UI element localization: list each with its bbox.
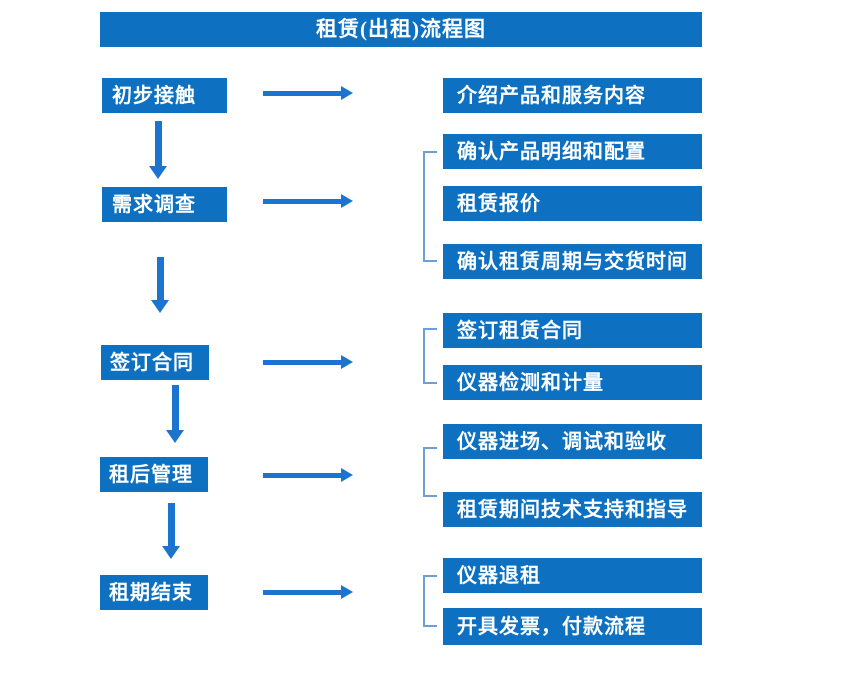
- detail-box-tech-support: 租赁期间技术支持和指导: [443, 492, 702, 527]
- arrow-head: [341, 86, 353, 100]
- arrow-head: [162, 546, 180, 559]
- arrow-shaft: [156, 257, 164, 300]
- bracket-group-demand-survey: [423, 151, 437, 262]
- flowchart-title: 租赁(出租)流程图: [100, 12, 702, 47]
- arrow-head: [151, 300, 169, 313]
- step-box-demand-survey: 需求调查: [102, 187, 227, 222]
- arrow-head: [341, 194, 353, 208]
- detail-box-sign-lease: 签订租赁合同: [443, 313, 702, 348]
- arrow-down-icon: [166, 385, 184, 443]
- arrow-head: [149, 166, 167, 179]
- arrow-shaft: [171, 385, 179, 430]
- arrow-shaft: [263, 589, 342, 595]
- arrow-head: [341, 355, 353, 369]
- step-box-initial-contact: 初步接触: [102, 78, 227, 113]
- arrow-shaft: [154, 121, 162, 166]
- arrow-shaft: [263, 198, 342, 204]
- detail-box-invoice-payment: 开具发票，付款流程: [443, 608, 702, 645]
- arrow-shaft: [263, 90, 342, 96]
- detail-box-instrument-return: 仪器退租: [443, 558, 702, 593]
- detail-box-instrument-test: 仪器检测和计量: [443, 365, 702, 400]
- detail-box-rental-quote: 租赁报价: [443, 186, 702, 221]
- bracket-group-sign-contract: [423, 328, 437, 384]
- arrow-right-icon: [263, 585, 353, 599]
- detail-box-instrument-setup: 仪器进场、调试和验收: [443, 424, 702, 459]
- arrow-shaft: [167, 503, 175, 546]
- arrow-head: [166, 430, 184, 443]
- step-box-lease-end: 租期结束: [100, 575, 208, 610]
- step-box-post-rental-mgmt: 租后管理: [100, 457, 208, 492]
- detail-box-intro-products: 介绍产品和服务内容: [443, 78, 702, 113]
- arrow-head: [341, 468, 353, 482]
- arrow-down-icon: [162, 503, 180, 559]
- arrow-down-icon: [151, 257, 169, 313]
- arrow-down-icon: [149, 121, 167, 179]
- bracket-group-lease-end: [423, 575, 437, 627]
- arrow-right-icon: [263, 194, 353, 208]
- step-box-sign-contract: 签订合同: [101, 345, 209, 380]
- arrow-head: [341, 585, 353, 599]
- bracket-group-post-rental: [423, 447, 437, 497]
- arrow-shaft: [263, 359, 342, 365]
- arrow-right-icon: [263, 86, 353, 100]
- detail-box-confirm-period: 确认租赁周期与交货时间: [443, 244, 702, 279]
- arrow-right-icon: [263, 355, 353, 369]
- arrow-shaft: [263, 472, 342, 478]
- arrow-right-icon: [263, 468, 353, 482]
- detail-box-confirm-config: 确认产品明细和配置: [443, 134, 702, 169]
